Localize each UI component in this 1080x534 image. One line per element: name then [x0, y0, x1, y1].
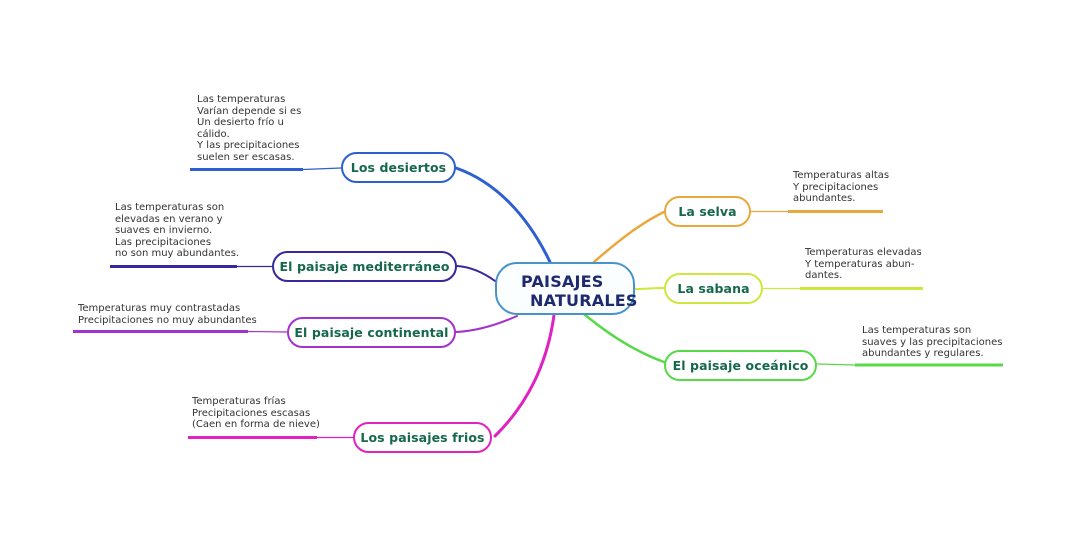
node-label: Los desiertos: [350, 160, 447, 175]
node-el-paisaje-oceanico[interactable]: El paisaje oceánico: [664, 350, 817, 381]
note-los-desiertos: Las temperaturas Varían depende si es Un…: [197, 94, 302, 163]
node-label: Los paisajes frios: [360, 430, 485, 445]
node-label: La sabana: [677, 281, 750, 296]
branch-curve-los-paisajes-frios: [493, 313, 556, 438]
branch-curve-la-sabana: [634, 287, 665, 290]
node-label: El paisaje mediterráneo: [279, 259, 450, 274]
node-label: El paisaje continental: [294, 325, 449, 340]
central-topic-line2: NATURALES: [530, 291, 638, 310]
branch-curve-el-paisaje-mediterraneo: [456, 265, 496, 282]
central-topic-line1: PAISAJES: [521, 272, 604, 291]
note-el-paisaje-continental: Temperaturas muy contrastadas Precipitac…: [78, 303, 257, 326]
note-el-paisaje-oceanico: Las temperaturas son suaves y las precip…: [862, 325, 1003, 360]
note-connector-el-paisaje-oceanico: [816, 363, 856, 366]
note-el-paisaje-mediterraneo: Las temperaturas son elevadas en verano …: [115, 202, 240, 260]
node-label: El paisaje oceánico: [672, 358, 809, 373]
node-los-paisajes-frios[interactable]: Los paisajes frios: [353, 422, 492, 453]
branch-curve-la-selva: [592, 210, 666, 264]
node-el-paisaje-mediterraneo[interactable]: El paisaje mediterráneo: [272, 251, 457, 282]
note-la-sabana: Temperaturas elevadas Y temperaturas abu…: [805, 247, 922, 282]
note-connector-los-desiertos: [302, 167, 342, 171]
node-la-selva[interactable]: La selva: [664, 196, 751, 227]
branch-curve-el-paisaje-oceanico: [582, 312, 666, 364]
node-el-paisaje-continental[interactable]: El paisaje continental: [287, 317, 456, 348]
branch-curve-los-desiertos: [454, 166, 552, 264]
central-topic[interactable]: PAISAJES NATURALES: [495, 262, 638, 315]
note-la-selva: Temperaturas altas Y precipitaciones abu…: [793, 170, 890, 205]
note-los-paisajes-frios: Temperaturas frías Precipitaciones escas…: [192, 396, 320, 431]
note-connector-el-paisaje-continental: [247, 330, 288, 333]
node-la-sabana[interactable]: La sabana: [664, 273, 763, 304]
branch-curve-el-paisaje-continental: [455, 315, 518, 333]
node-los-desiertos[interactable]: Los desiertos: [341, 152, 456, 183]
node-label: La selva: [678, 204, 737, 219]
